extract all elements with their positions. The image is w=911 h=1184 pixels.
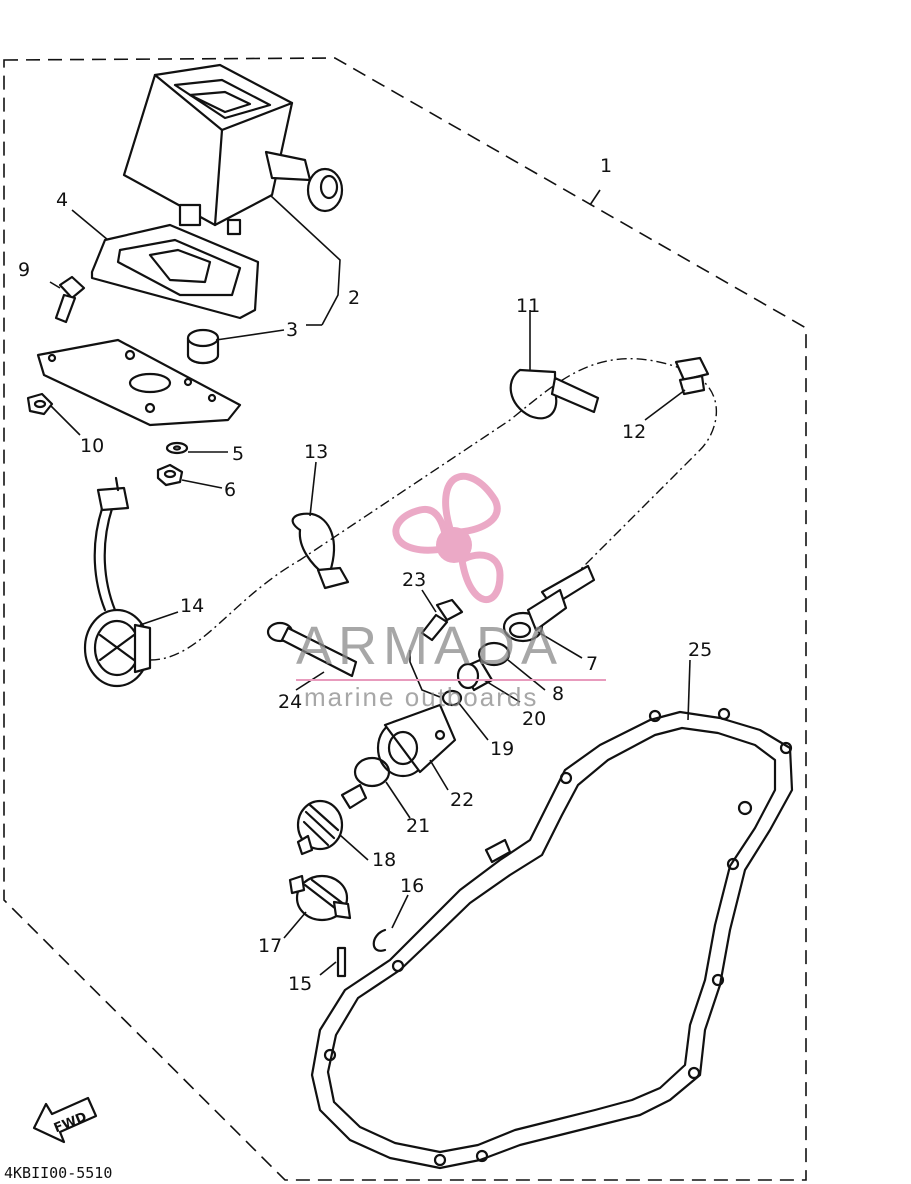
callout-16: 16 bbox=[400, 875, 424, 897]
callout-24: 24 bbox=[278, 691, 302, 713]
pin-part bbox=[336, 946, 347, 978]
callout-5: 5 bbox=[232, 443, 244, 465]
part-code: 4KBII00-5510 bbox=[4, 1164, 112, 1182]
gauge-cover-part bbox=[90, 223, 260, 320]
clip-part-12 bbox=[674, 356, 710, 396]
callout-22: 22 bbox=[450, 789, 474, 811]
callout-3: 3 bbox=[286, 319, 298, 341]
bracket-plate-part bbox=[36, 338, 242, 427]
damper-part bbox=[186, 328, 220, 365]
nut-part-10 bbox=[26, 392, 54, 416]
callout-21: 21 bbox=[406, 815, 430, 837]
callout-6: 6 bbox=[224, 479, 236, 501]
gear-housing-part bbox=[376, 703, 457, 778]
watermark-brand: ARMADA bbox=[296, 616, 563, 676]
callout-23: 23 bbox=[402, 569, 426, 591]
gauge-part bbox=[122, 63, 344, 236]
callout-2: 2 bbox=[348, 287, 360, 309]
leader-lines bbox=[49, 189, 691, 976]
gasket-part bbox=[310, 707, 794, 1170]
gear-part-17 bbox=[288, 874, 352, 922]
gear-part-18 bbox=[296, 783, 368, 856]
callout-14: 14 bbox=[180, 595, 204, 617]
bolt-part-23 bbox=[420, 598, 464, 642]
callout-13: 13 bbox=[304, 441, 328, 463]
circlip-part bbox=[372, 928, 387, 952]
callout-25: 25 bbox=[688, 639, 712, 661]
nut-part-6 bbox=[156, 463, 184, 487]
assembly-boundary bbox=[3, 57, 807, 1181]
cable-route-line bbox=[149, 358, 717, 661]
callout-17: 17 bbox=[258, 935, 282, 957]
callout-19: 19 bbox=[490, 738, 514, 760]
long-bolt-part bbox=[266, 621, 358, 678]
washer-part-19 bbox=[441, 689, 463, 707]
watermark-propeller-icon bbox=[392, 472, 504, 604]
callout-15: 15 bbox=[288, 973, 312, 995]
watermark-tagline: marine outboards bbox=[304, 682, 538, 712]
callout-1: 1 bbox=[600, 155, 612, 177]
callout-18: 18 bbox=[372, 849, 396, 871]
callout-10: 10 bbox=[80, 435, 104, 457]
drive-housing-part bbox=[502, 564, 596, 643]
callout-9: 9 bbox=[18, 259, 30, 281]
bushing-part bbox=[456, 658, 494, 692]
cable-band-part bbox=[509, 368, 600, 420]
clamp-part-13 bbox=[291, 512, 350, 590]
o-ring-part-21 bbox=[353, 756, 391, 788]
callout-labels: 1 2 3 4 5 6 7 8 9 10 11 12 13 14 15 16 1… bbox=[18, 155, 712, 995]
callout-11: 11 bbox=[516, 295, 540, 317]
callout-7: 7 bbox=[586, 653, 598, 675]
fwd-arrow-icon: FWD bbox=[32, 1096, 98, 1144]
bolt-part bbox=[54, 275, 86, 324]
washer-part bbox=[165, 441, 189, 455]
callout-12: 12 bbox=[622, 421, 646, 443]
callout-20: 20 bbox=[522, 708, 546, 730]
callout-4: 4 bbox=[56, 189, 68, 211]
o-ring-part-8 bbox=[477, 641, 511, 667]
cable-part bbox=[83, 476, 152, 688]
callout-8: 8 bbox=[552, 683, 564, 705]
